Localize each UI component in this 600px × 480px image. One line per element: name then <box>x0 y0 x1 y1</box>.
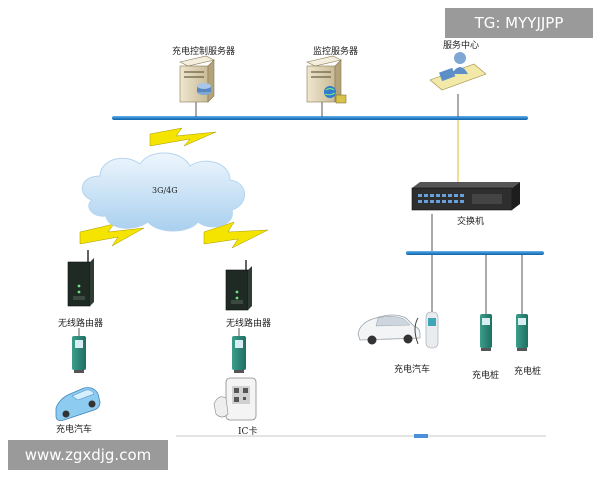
switch-label: 交换机 <box>457 217 485 227</box>
monitor-server-icon <box>306 55 347 104</box>
charging-pile-right-a-icon <box>414 311 439 349</box>
charging-pile-left-icon <box>72 336 86 373</box>
network-switch-icon <box>411 182 520 211</box>
wireless-bolt-right <box>203 221 269 249</box>
cloud-icon <box>82 152 245 232</box>
ic-card-label: IC卡 <box>238 427 258 437</box>
router-middle-label: 无线路由器 <box>226 319 272 329</box>
router-middle-icon <box>225 260 252 311</box>
bottom-rule-marker <box>414 434 428 438</box>
watermark-bottom: www.zgxdjg.com <box>8 440 168 470</box>
control-server-label: 充电控制服务器 <box>172 47 236 57</box>
vehicle-right-label: 充电汽车 <box>394 365 431 375</box>
charging-pile-right-b-icon <box>480 314 492 351</box>
vehicle-left-label: 充电汽车 <box>56 425 93 435</box>
service-center-label: 服务中心 <box>443 41 480 51</box>
control-server-icon <box>179 55 215 103</box>
wireless-bolt-top <box>149 127 217 147</box>
ic-card-icon <box>213 377 257 421</box>
cloud-label: 3G/4G <box>152 186 178 195</box>
router-left-icon <box>67 250 94 307</box>
router-left-label: 无线路由器 <box>58 319 104 329</box>
charging-pile-middle-icon <box>232 336 246 373</box>
monitor-server-label: 监控服务器 <box>313 47 359 57</box>
electric-car-right-icon <box>357 314 421 345</box>
charging-bus <box>406 251 544 255</box>
pile-right-1-label: 充电桩 <box>472 371 500 381</box>
watermark-top: TG: MYYJJPP <box>445 8 593 38</box>
charging-pile-right-c-icon <box>516 314 528 351</box>
backbone-bus <box>112 116 528 120</box>
service-center-icon <box>429 52 487 91</box>
electric-car-left-icon <box>55 387 101 421</box>
pile-right-2-label: 充电桩 <box>514 367 542 377</box>
